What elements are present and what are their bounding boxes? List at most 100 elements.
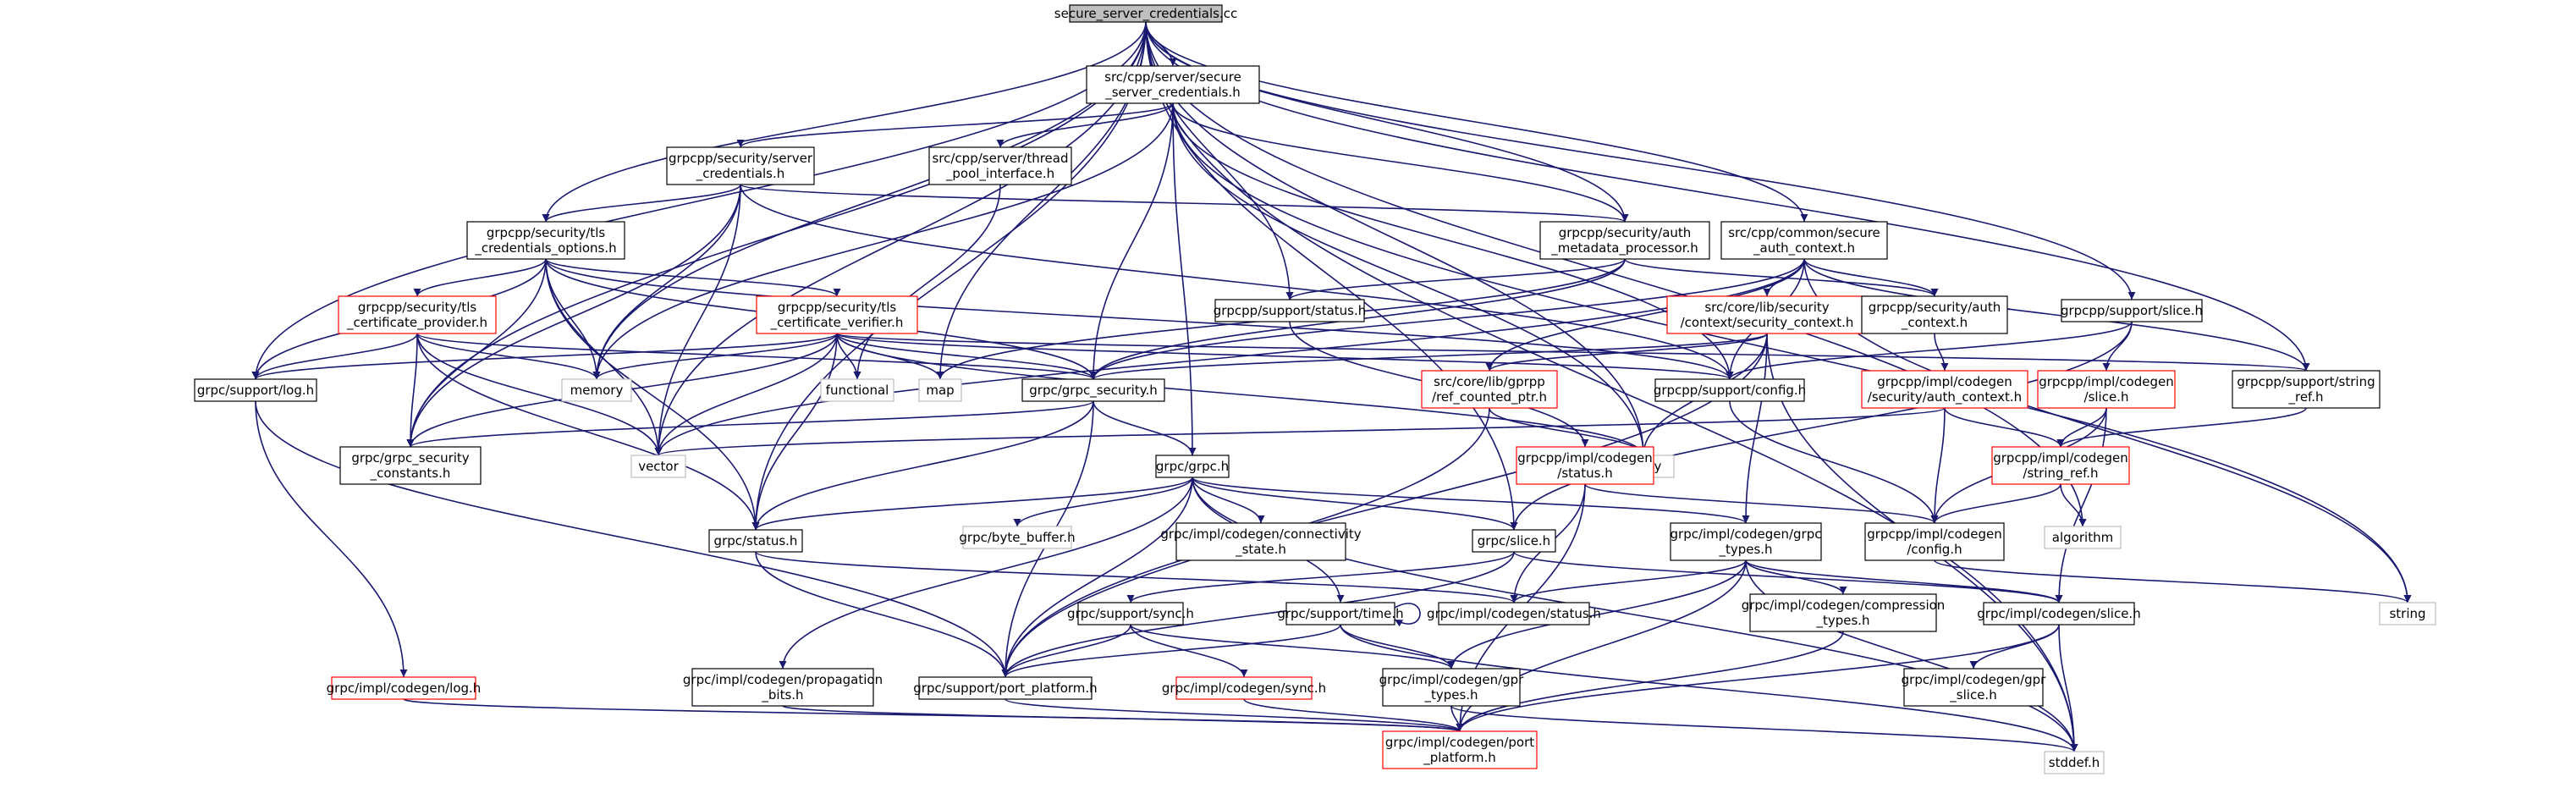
node-grpc-slice[interactable]: grpc/slice.h [1472, 529, 1556, 553]
node-box [1670, 522, 1822, 561]
node-box [1903, 668, 2044, 707]
node-root[interactable]: secure_server_credentials.cc [1054, 4, 1237, 23]
node-support-time[interactable]: grpc/support/time.h [1277, 602, 1404, 625]
node-box [1069, 4, 1223, 23]
node-grpc-security[interactable]: grpc/grpc_security.h [1021, 378, 1165, 402]
node-label: grpc/byte_buffer.h [959, 530, 1075, 546]
edge-grpc-status-to-codegen-status-c [755, 551, 1518, 603]
edge-tls-opts-to-support-config [545, 258, 1734, 380]
node-thread-pool[interactable]: src/cpp/server/thread_pool_interface.h [928, 146, 1072, 185]
node-algorithm[interactable]: algorithm [2044, 526, 2122, 549]
node-vector[interactable]: vector [630, 455, 686, 478]
node-label: grpc/grpc_security [351, 450, 469, 466]
node-support-log[interactable]: grpc/support/log.h [194, 378, 317, 402]
node-label: _credentials.h [696, 166, 785, 182]
edge-tls-cert-prov-to-sec-constants [406, 333, 418, 448]
node-label: _certificate_verifier.h [770, 315, 904, 331]
edge-core-sec-ctx-to-grpc-types [1742, 333, 1768, 524]
node-codegen-config-pp[interactable]: grpcpp/impl/codegen/config.h [1864, 522, 2005, 561]
node-codegen-status-pp[interactable]: grpcpp/impl/codegen/status.h [1516, 446, 1654, 485]
edge-grpc-types-to-codegen-slice-c [1745, 559, 2063, 603]
edge-tls-cert-prov-to-vector [416, 333, 663, 456]
node-gpr-types[interactable]: grpc/impl/codegen/gpr_types.h [1379, 668, 1525, 707]
node-box [1861, 295, 2008, 334]
node-grpc-status[interactable]: grpc/status.h [708, 529, 803, 553]
node-codegen-sync[interactable]: grpc/impl/codegen/sync.h [1162, 676, 1326, 700]
node-box [1382, 668, 1521, 707]
edge-codegen-string-ref-to-codegen-config-pp [1930, 483, 2061, 524]
node-label: _server_credentials.h [1104, 85, 1241, 101]
node-label: grpcpp/support/string [2237, 374, 2375, 389]
node-codegen-slice-pp[interactable]: grpcpp/impl/codegen/slice.h [2037, 370, 2176, 409]
node-box [2044, 751, 2105, 774]
node-server-creds[interactable]: grpcpp/security/server_credentials.h [666, 146, 815, 185]
node-label: grpcpp/security/auth [1559, 225, 1692, 240]
node-support-status[interactable]: grpcpp/support/status.h [1214, 299, 1367, 322]
node-codegen-slice-c[interactable]: grpc/impl/codegen/slice.h [1977, 602, 2141, 625]
edge-server-creds-to-auth-meta [740, 184, 1629, 223]
edge-codegen-sac-to-vector [655, 407, 1946, 456]
node-compression[interactable]: grpc/impl/codegen/compression_types.h [1742, 593, 1946, 632]
node-map[interactable]: map [918, 378, 962, 402]
node-label: /context/security_context.h [1681, 315, 1854, 331]
node-ssc-h[interactable]: src/cpp/server/secure_server_credentials… [1086, 65, 1260, 104]
node-string-ref[interactable]: grpcpp/support/string_ref.h [2232, 370, 2381, 409]
node-box [1086, 65, 1260, 104]
node-label: grpcpp/security/tls [487, 225, 606, 240]
node-sec-auth-ctx[interactable]: grpcpp/security/auth_context.h [1861, 295, 2008, 334]
node-box [1421, 370, 1558, 409]
node-label: grpc/impl/codegen/propagation [683, 672, 883, 687]
node-grpc-types[interactable]: grpc/impl/codegen/grpc_types.h [1670, 522, 1822, 561]
edge-support-time-to-port-platform [1001, 624, 1341, 678]
node-core-sec-ctx[interactable]: src/core/lib/security/context/security_c… [1666, 295, 1868, 334]
node-common-sac[interactable]: src/cpp/common/secure_auth_context.h [1720, 221, 1888, 260]
node-support-slice[interactable]: grpcpp/support/slice.h [2061, 299, 2203, 322]
node-support-config[interactable]: grpcpp/support/config.h [1654, 378, 1806, 402]
edge-codegen-log-to-codegen-port [403, 698, 1463, 732]
node-memory[interactable]: memory [561, 378, 632, 402]
node-box [2037, 370, 2176, 409]
edge-tls-cert-ver-to-support-log [251, 333, 838, 380]
edge-server-creds-to-tls-opts [542, 184, 741, 223]
node-grpc-h[interactable]: grpc/grpc.h [1155, 455, 1230, 478]
node-conn-state[interactable]: grpc/impl/codegen/connectivity_state.h [1160, 522, 1362, 561]
node-sec-constants[interactable]: grpc/grpc_security_constants.h [339, 446, 482, 485]
node-ref-counted[interactable]: src/core/lib/gprpp/ref_counted_ptr.h [1421, 370, 1558, 409]
node-functional[interactable]: functional [820, 378, 894, 402]
node-auth-meta[interactable]: grpcpp/security/auth_metadata_processor.… [1539, 221, 1710, 260]
edge-server-creds-to-sec-constants [406, 184, 741, 448]
node-box [2379, 602, 2436, 625]
node-label: _context.h [1901, 315, 1968, 331]
node-label: grpc/status.h [714, 533, 798, 548]
node-box [962, 526, 1072, 549]
node-codegen-status-c[interactable]: grpc/impl/codegen/status.h [1427, 602, 1601, 625]
node-box [1983, 602, 2135, 625]
edge-grpc-h-to-propagation [779, 477, 1193, 670]
node-propagation[interactable]: grpc/impl/codegen/propagation_bits.h [683, 668, 883, 707]
node-codegen-sac[interactable]: grpcpp/impl/codegen/security/auth_contex… [1861, 370, 2028, 409]
node-gpr-slice[interactable]: grpc/impl/codegen/gpr_slice.h [1902, 668, 2047, 707]
node-tls-cert-ver[interactable]: grpcpp/security/tls_certificate_verifier… [756, 295, 918, 334]
node-label: /string_ref.h [2023, 466, 2098, 482]
node-tls-opts[interactable]: grpcpp/security/tls_credentials_options.… [466, 221, 625, 260]
node-codegen-log[interactable]: grpc/impl/codegen/log.h [327, 676, 482, 700]
edge-tls-cert-prov-to-memory [416, 333, 601, 380]
edge-ssc-h-to-auth-meta [1172, 102, 1629, 223]
node-codegen-port[interactable]: grpc/impl/codegen/port_platform.h [1382, 730, 1538, 769]
node-byte-buffer[interactable]: grpc/byte_buffer.h [959, 526, 1076, 549]
node-codegen-string-ref[interactable]: grpcpp/impl/codegen/string_ref.h [1991, 446, 2130, 485]
node-port-platform[interactable]: grpc/support/port_platform.h [913, 676, 1098, 700]
node-box [2044, 526, 2122, 549]
node-box [1021, 378, 1165, 402]
node-box [820, 378, 894, 402]
node-label: grpcpp/support/config.h [1654, 383, 1806, 398]
edge-root-to-grpc-slice [1145, 21, 1518, 531]
node-box [194, 378, 317, 402]
node-stddef[interactable]: stddef.h [2044, 751, 2105, 774]
node-label: grpc/impl/codegen/sync.h [1162, 681, 1326, 696]
node-tls-cert-prov[interactable]: grpcpp/security/tls_certificate_provider… [338, 295, 497, 334]
edge-support-time-to-stddef [1340, 624, 2078, 752]
node-support-sync[interactable]: grpc/support/sync.h [1067, 602, 1194, 625]
node-string[interactable]: string [2379, 602, 2436, 625]
